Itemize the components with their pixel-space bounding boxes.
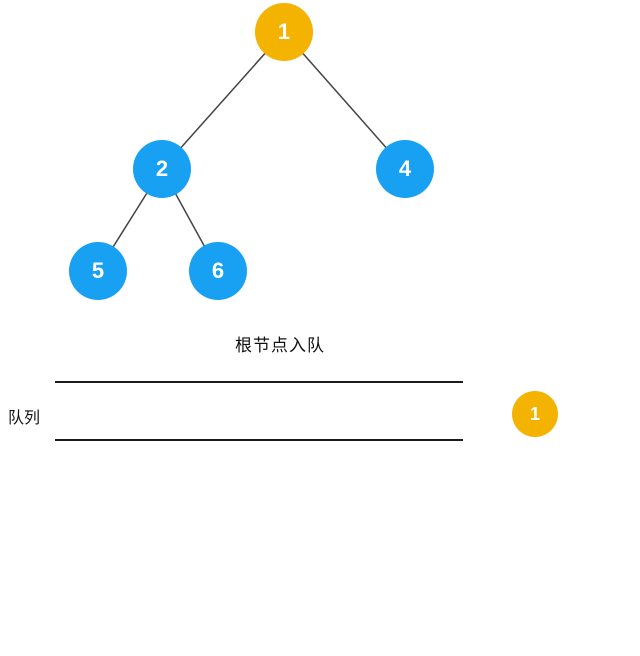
tree-node-1: 1 <box>255 3 313 61</box>
queue-top-line <box>55 381 463 383</box>
caption-enqueue-root: 根节点入队 <box>235 336 325 355</box>
edge-1-4 <box>283 31 406 170</box>
tree-node-5: 5 <box>69 242 127 300</box>
queue-item-1: 1 <box>512 391 558 437</box>
tree-node-2: 2 <box>133 140 191 198</box>
queue-bottom-line <box>55 439 463 441</box>
edge-1-2 <box>161 31 285 170</box>
tree-node-4: 4 <box>376 140 434 198</box>
tree-node-6: 6 <box>189 242 247 300</box>
queue-label: 队列 <box>8 410 41 427</box>
